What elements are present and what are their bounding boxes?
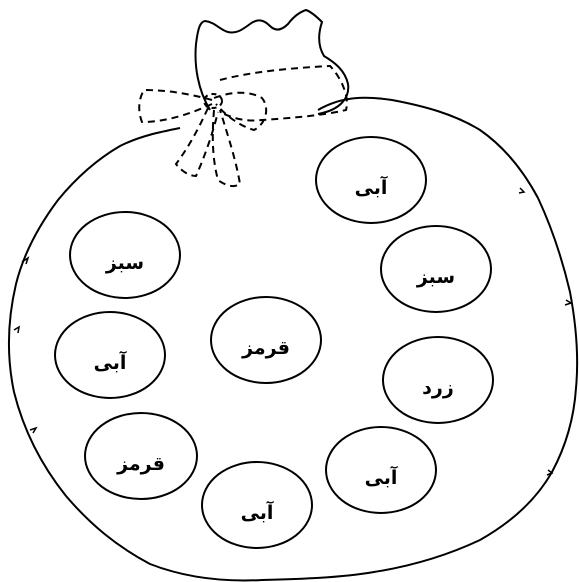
circle-right-middle: زرد <box>383 337 493 423</box>
circle-label: آبی <box>365 465 398 489</box>
circle-label: آبی <box>355 175 388 199</box>
circle-bottom-center: آبی <box>202 462 312 548</box>
circle-label: قرمز <box>241 337 290 359</box>
pomegranate-crown <box>196 10 349 114</box>
circle-left-middle: آبی <box>55 312 165 398</box>
circle-center: قرمز <box>211 297 321 383</box>
circle-label: سبز <box>105 252 144 274</box>
circle-label: آبی <box>94 350 127 374</box>
ribbon-tail-left <box>176 108 218 176</box>
ribbon-tail-right <box>213 110 240 186</box>
circle-label: قرمز <box>116 453 165 475</box>
ribbon-bow-left <box>139 90 212 122</box>
circle-right-upper: سبز <box>381 226 491 312</box>
circle-label: آبی <box>241 500 274 524</box>
circle-bottom-right: آبی <box>326 427 436 513</box>
circle-left-bottom: قرمز <box>85 413 197 499</box>
circle-top-right: آبی <box>316 137 426 223</box>
circle-label: زرد <box>422 377 454 399</box>
circle-left-upper: سبز <box>70 212 180 298</box>
circle-label: سبز <box>416 266 455 288</box>
